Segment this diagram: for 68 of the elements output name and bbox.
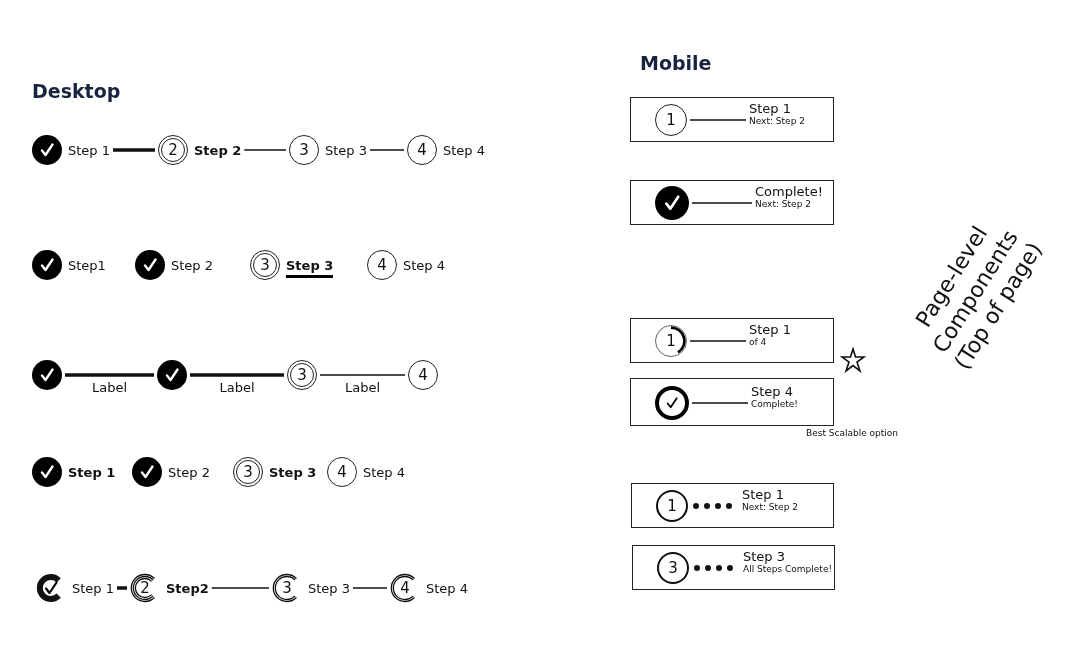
- check-circle: [655, 386, 689, 420]
- step-label: Step 3: [286, 258, 334, 278]
- section-heading: Desktop: [32, 80, 121, 102]
- connector-line: [190, 373, 284, 377]
- step-subtitle: Next: Step 2: [755, 199, 812, 209]
- step-subtitle: Next: Step 2: [749, 116, 805, 126]
- step-circle: 3: [233, 457, 263, 487]
- step-label: Step 4: [403, 257, 445, 273]
- step-circle: 1: [655, 325, 687, 357]
- stepper-card: [630, 378, 834, 426]
- step-title: Step 1: [749, 101, 792, 116]
- connector-line: [65, 373, 154, 377]
- connector-line: [691, 202, 753, 204]
- check-circle: [157, 360, 187, 390]
- stepper-card: [630, 97, 834, 142]
- step-circle: 1: [655, 104, 687, 136]
- step-label: Step 3: [269, 464, 317, 480]
- connector-line: [243, 149, 287, 151]
- step-label: Step1: [68, 257, 106, 273]
- edge-label: Label: [217, 380, 257, 395]
- step-label: Step 4: [426, 580, 468, 596]
- connector-line: [691, 402, 749, 404]
- step-circle: 2: [158, 135, 188, 165]
- step-subtitle: Complete!: [751, 399, 798, 409]
- connector-line: [369, 149, 405, 151]
- step-circle: 1: [656, 490, 688, 522]
- step-title: Step 1: [742, 487, 785, 502]
- note-text: Best Scalable option: [806, 428, 899, 438]
- step-circle: 4: [408, 360, 438, 390]
- step-label: Step 3: [325, 142, 367, 158]
- check-circle: [32, 360, 62, 390]
- connector-line: [113, 148, 155, 152]
- step-label: Step 2: [168, 464, 210, 480]
- step-circle: 3: [287, 360, 317, 390]
- step-label: Step 4: [363, 464, 405, 480]
- step-label: Step 2: [171, 257, 213, 273]
- connector-line: [352, 587, 388, 589]
- connector-line: [117, 586, 127, 590]
- stepper-card: [631, 483, 834, 528]
- connector-line: [319, 374, 406, 376]
- step-title: Step 3: [743, 549, 786, 564]
- step-title: Step 4: [751, 384, 794, 399]
- step-circle: 3: [289, 135, 319, 165]
- connector-line: [211, 587, 270, 589]
- stepper-card: [630, 318, 834, 363]
- connector-line: [689, 119, 747, 121]
- step-title: Complete!: [755, 184, 823, 199]
- stepper-card: [630, 180, 834, 225]
- section-heading: Mobile: [640, 52, 712, 74]
- stepper-card: [632, 545, 835, 590]
- step-label: Step 1: [68, 464, 116, 480]
- step-label: Step 1: [68, 142, 110, 158]
- step-label: Step 4: [443, 142, 485, 158]
- step-title: Step 1: [749, 322, 791, 337]
- step-subtitle: All Steps Complete!: [743, 564, 833, 574]
- step-circle: 3: [250, 250, 280, 280]
- step-label: Step2: [166, 580, 209, 596]
- step-circle: 4: [407, 135, 437, 165]
- step-label: Step 1: [72, 580, 114, 596]
- step-subtitle: of 4: [749, 337, 768, 347]
- step-circle: 4: [367, 250, 397, 280]
- step-circle: 4: [327, 457, 357, 487]
- step-circle: 3: [657, 552, 689, 584]
- connector-line: [689, 340, 747, 342]
- step-subtitle: Next: Step 2: [742, 502, 798, 512]
- step-label: Step 2: [194, 142, 242, 158]
- step-label: Step 3: [308, 580, 350, 596]
- check-circle: [655, 186, 689, 220]
